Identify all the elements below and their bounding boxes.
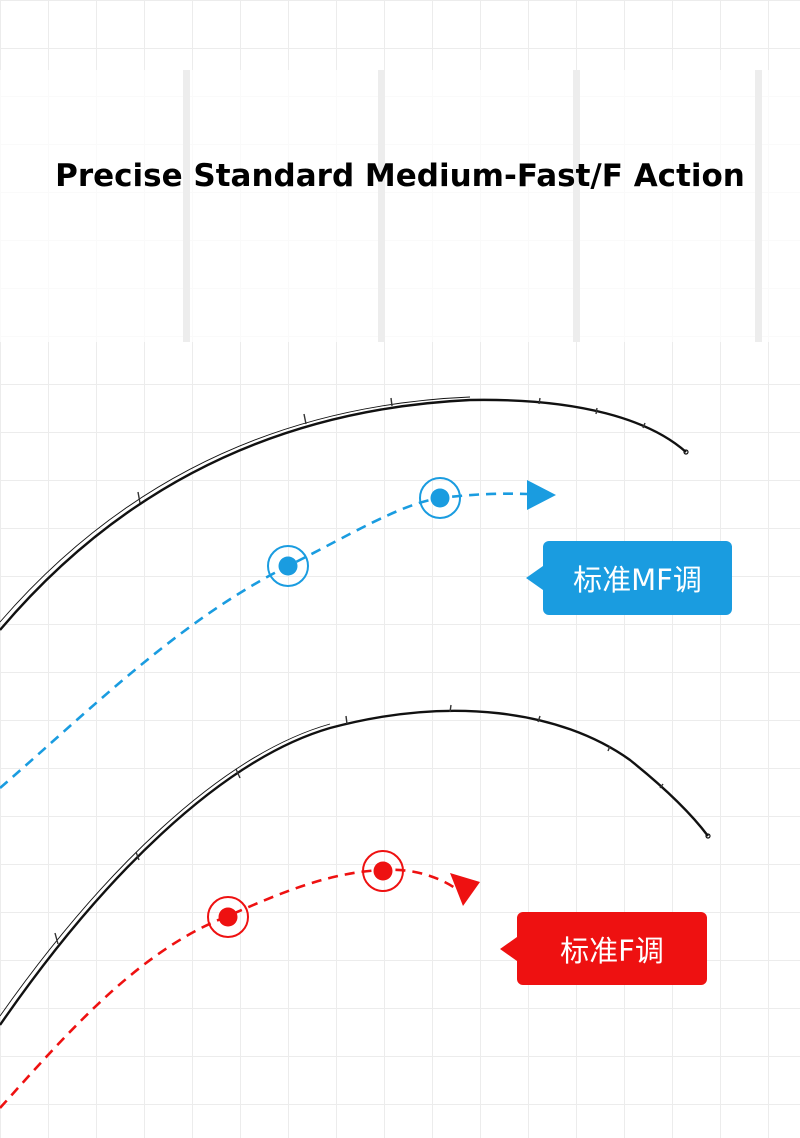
header-pillar [573, 70, 580, 342]
f-bend-point-ring [207, 896, 249, 938]
header-panel [0, 70, 800, 342]
rod-guides [137, 397, 646, 504]
mf-bend-point-ring [267, 545, 309, 587]
rod-guides [54, 704, 664, 945]
header-pillar [378, 70, 385, 342]
rod-tip [705, 833, 711, 839]
mf-arrowhead [527, 480, 556, 510]
mf-bend-point [430, 488, 450, 508]
f-arrowhead [450, 873, 480, 906]
mf-bend-point-ring [419, 477, 461, 519]
page-title: Precise Standard Medium-Fast/F Action [55, 158, 745, 194]
mf-rod [0, 396, 689, 631]
rod-tip [683, 449, 689, 455]
f-action-label: 标准F调 [500, 912, 707, 985]
f-bend-point-ring [362, 850, 404, 892]
mf-bend-point [278, 556, 298, 576]
f-bend-curve [0, 850, 480, 1109]
f-bend-point [373, 861, 393, 881]
f-rod [0, 704, 711, 1026]
f-bend-point [218, 907, 238, 927]
header-pillar [183, 70, 190, 342]
mf-bend-curve [0, 477, 556, 789]
header-pillar [755, 70, 762, 342]
mf-action-label: 标准MF调 [526, 541, 732, 615]
